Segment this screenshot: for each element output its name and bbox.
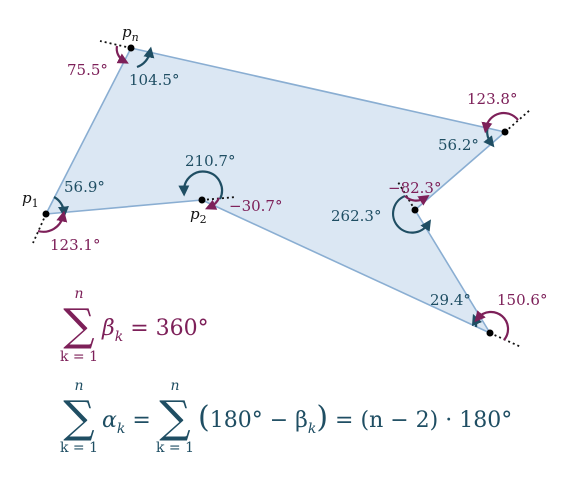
exterior-angle-p1: 123.1° (50, 236, 100, 254)
formula2-sum2-top: n (170, 378, 179, 394)
exterior-angle-top-right: 123.8° (467, 90, 517, 108)
formula1-sum-bottom: k = 1 (60, 349, 98, 365)
exterior-angle-bottom-right: 150.6° (497, 291, 547, 309)
label-p1: p1 (22, 189, 39, 210)
formula2-sigma1: ∑ (63, 392, 94, 443)
vertex-p2 (198, 196, 206, 204)
exterior-angle-reflex: −82.3° (388, 179, 441, 197)
label-pn: pn (122, 23, 139, 44)
formula2-sum2-bottom: k = 1 (156, 440, 194, 456)
exterior-angle-p2: −30.7° (229, 197, 282, 215)
label-p2: p2 (190, 205, 207, 226)
exterior-angle-pn: 75.5° (67, 61, 108, 79)
vertex-p1 (42, 210, 50, 218)
interior-angle-reflex: 262.3° (331, 207, 381, 225)
formula2-sum1-bottom: k = 1 (60, 440, 98, 456)
formula-interior-sum: n ∑ k = 1 αk = n ∑ k = 1 (180° − βk) = (… (60, 378, 512, 456)
formula2-sigma2: ∑ (159, 392, 190, 443)
formula2-lhs: αk = (102, 408, 151, 437)
formula2-sum1-top: n (74, 378, 83, 394)
formula-exterior-sum: n ∑ k = 1 βk = 360° (60, 286, 209, 365)
formula2-rhs: (180° − βk) = (n − 2) · 180° (198, 400, 512, 437)
interior-angle-top-right: 56.2° (438, 136, 479, 154)
vertices (42, 44, 509, 337)
interior-angle-p1: 56.9° (64, 178, 105, 196)
interior-angle-pn: 104.5° (129, 71, 179, 89)
exterior-arcs (37, 45, 519, 341)
interior-angle-p2: 210.7° (185, 152, 235, 170)
formula1-sigma: ∑ (63, 300, 94, 351)
formula1-expression: βk = 360° (101, 316, 209, 345)
vertex-reflex (411, 206, 419, 214)
vertex-pn (127, 44, 135, 52)
vertex-bottom-right (486, 329, 494, 337)
formula1-sum-top: n (74, 286, 83, 302)
vertex-top-right (501, 128, 509, 136)
interior-angle-bottom-right: 29.4° (430, 291, 471, 309)
